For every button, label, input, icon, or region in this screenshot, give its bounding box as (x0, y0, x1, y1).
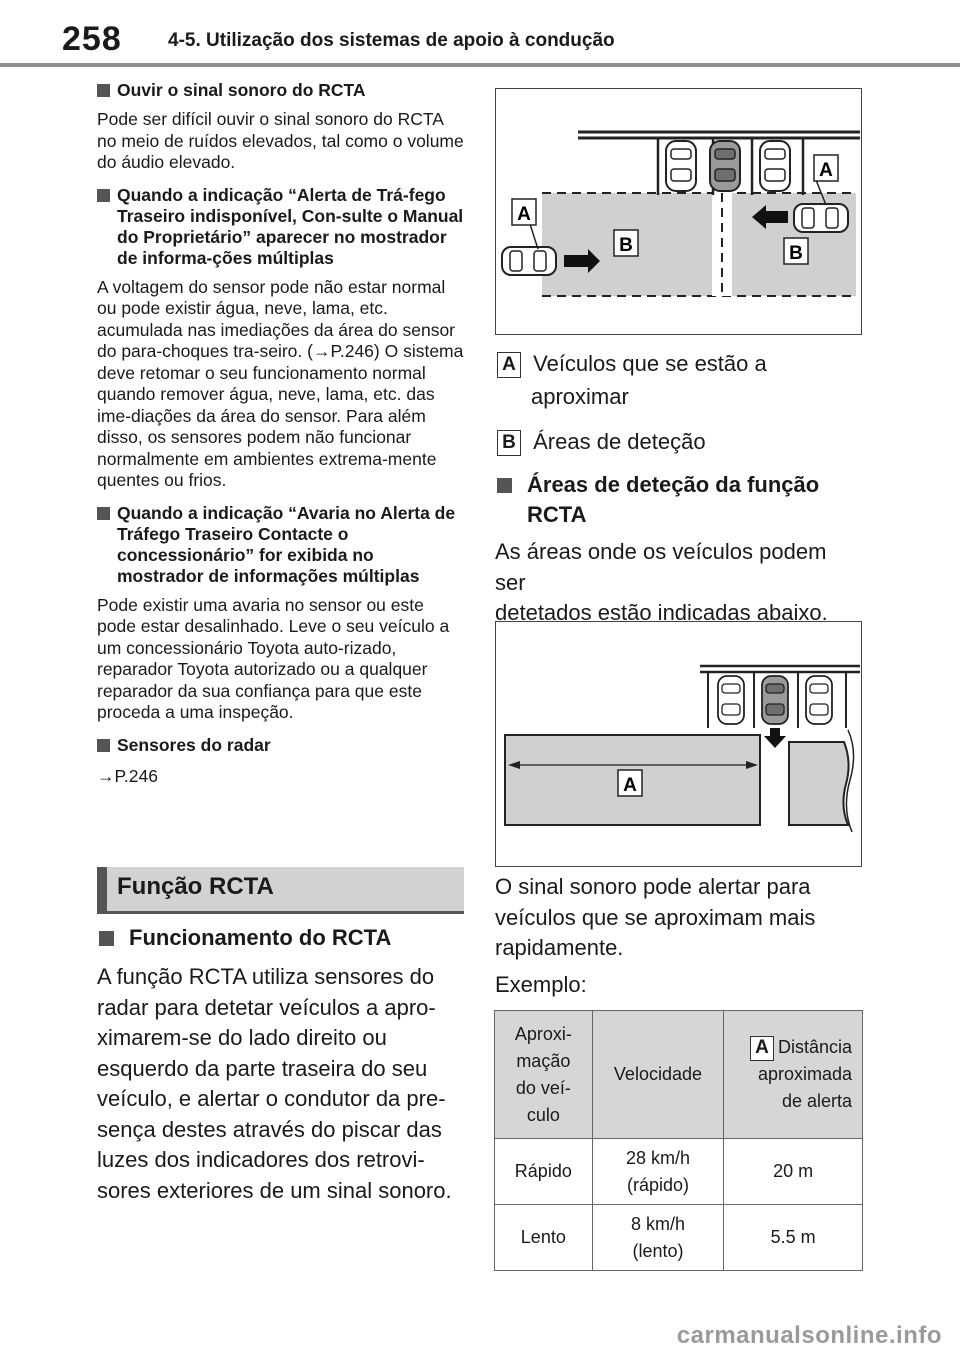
label-a-box (511, 198, 537, 226)
subheading-text: Quando a indicação “Avaria no Alerta de … (117, 502, 456, 586)
legend-item-b: B Áreas de deteção (497, 427, 706, 457)
arrow-down-icon (764, 728, 786, 748)
paragraph-line: detetados estão indicadas abaixo. (495, 600, 828, 625)
table-cell: 20 m (723, 1138, 863, 1205)
parked-car-icon (805, 675, 833, 725)
bullet-square-icon (97, 84, 110, 97)
subheading-text: RCTA (527, 502, 587, 527)
own-car-icon (761, 675, 789, 725)
approaching-car-right-icon (793, 203, 849, 233)
table-header-speed: Velocidade (591, 1010, 725, 1139)
label-a-text: A (623, 775, 637, 796)
subheading-unavailable: Quando a indicação “Alerta de Trá-fego T… (97, 185, 465, 269)
label-a-text: A (517, 204, 531, 225)
parked-car-icon (665, 140, 697, 192)
detection-range-right (788, 741, 850, 826)
parked-car-icon (759, 140, 791, 192)
chapter-title: 4-5. Utilização dos sistemas de apoio à … (168, 30, 615, 51)
legend-b-text: Áreas de deteção (533, 429, 706, 454)
legend-item-a: A Veículos que se estão a (497, 349, 767, 379)
bullet-square-icon (97, 738, 110, 752)
label-a-text: A (819, 160, 833, 181)
figure-detection-areas: A A B B (495, 88, 862, 335)
subheading-text: Sensores do radar (117, 734, 271, 755)
section-title-bar: Função RCTA (97, 867, 464, 913)
label-a-box (813, 154, 839, 182)
paragraph-malfunction: Pode existir uma avaria no sensor ou est… (97, 594, 450, 723)
page-reference: →P.246 (97, 765, 158, 786)
example-label: Exemplo: (495, 971, 587, 997)
legend-a-text-line2: aproximar (531, 384, 629, 409)
watermark: carmanualsonline.info (676, 1322, 942, 1349)
arrow-right-icon (564, 249, 600, 273)
alert-note-block: O sinal sonoro pode alertar para veículo… (495, 872, 863, 1000)
subheading-rcta-operation: Funcionamento do RCTA (97, 923, 465, 953)
subheading-text: Funcionamento do RCTA (129, 925, 392, 950)
label-b-box (783, 237, 809, 265)
paragraph-line: O sinal sonoro pode alertar para (495, 874, 811, 899)
bullet-square-icon (497, 478, 512, 493)
subheading-detection-areas: Áreas de deteção da função (495, 470, 863, 500)
table-header-distance-text: Distância aproximada de alerta (757, 1037, 852, 1111)
legend-a-text: Veículos que se estão a (533, 351, 767, 376)
paragraph-line: As áreas onde os veículos podem ser (495, 539, 827, 595)
subheading-text: Quando a indicação “Alerta de Trá-fego T… (117, 184, 464, 268)
label-b-box: B (497, 430, 521, 457)
label-a-box (617, 769, 643, 797)
section-title-underline (97, 911, 464, 914)
label-b-text: B (619, 235, 633, 256)
subheading-malfunction: Quando a indicação “Avaria no Alerta de … (97, 503, 465, 587)
table-header-approach: Aproxi- mação do veí- culo (494, 1010, 593, 1139)
paragraph-rcta-operation: A função RCTA utiliza sensores do radar … (97, 964, 452, 1203)
table-cell: 5.5 m (723, 1204, 863, 1271)
page-header: 258 4-5. Utilização dos sistemas de apoi… (0, 0, 960, 68)
page-number: 258 (62, 20, 122, 58)
bullet-square-icon (97, 506, 110, 520)
label-b-text: B (789, 243, 803, 264)
subheading-detection-areas-line2: RCTA (495, 500, 863, 530)
rcta-operation-block: Funcionamento do RCTA A função RCTA util… (97, 923, 465, 1206)
table-cell: 28 km/h (rápido) (591, 1138, 725, 1205)
left-column: Ouvir o sinal sonoro do RCTA Pode ser di… (97, 80, 465, 787)
subheading-text: Áreas de deteção da função (527, 472, 820, 497)
paragraph-line: rapidamente. (495, 935, 624, 960)
parked-car-icon (717, 675, 745, 725)
parking-lot-illustration: A A B B (501, 130, 860, 297)
subheading-rcta-sound: Ouvir o sinal sonoro do RCTA (97, 80, 465, 101)
detection-areas-block: Áreas de deteção da função RCTA As áreas… (495, 470, 863, 629)
label-b-box (613, 229, 639, 257)
dimension-arrow-left-icon (508, 761, 520, 769)
label-a-box: A (749, 1035, 774, 1061)
table-cell: Lento (494, 1204, 593, 1271)
paragraph-unavailable: A voltagem do sensor pode não estar norm… (97, 276, 464, 491)
figure-detection-range: A (495, 621, 862, 867)
table-row: Lento 8 km/h (lento) 5.5 m (494, 1204, 863, 1271)
section-title: Função RCTA (117, 873, 274, 900)
detection-range-illustration: A (504, 664, 860, 833)
table-cell: Rápido (494, 1138, 593, 1205)
dimension-arrow-right-icon (746, 761, 758, 769)
paragraph-rcta-sound: Pode ser difícil ouvir o sinal sonoro do… (97, 109, 464, 172)
table-cell: 8 km/h (lento) (591, 1204, 725, 1271)
approaching-car-left-icon (501, 246, 557, 276)
own-car-icon (709, 140, 741, 192)
table-row: Rápido 28 km/h (rápido) 20 m (494, 1138, 863, 1205)
subheading-text: Ouvir o sinal sonoro do RCTA (117, 80, 366, 100)
header-divider (0, 63, 960, 67)
subheading-radar-sensors: Sensores do radar (97, 735, 465, 756)
label-a-box: A (497, 352, 521, 379)
paragraph-line: veículos que se aproximam mais (495, 904, 816, 930)
bullet-square-icon (97, 188, 110, 202)
arrow-left-icon (752, 205, 788, 229)
bullet-square-icon (99, 931, 114, 946)
